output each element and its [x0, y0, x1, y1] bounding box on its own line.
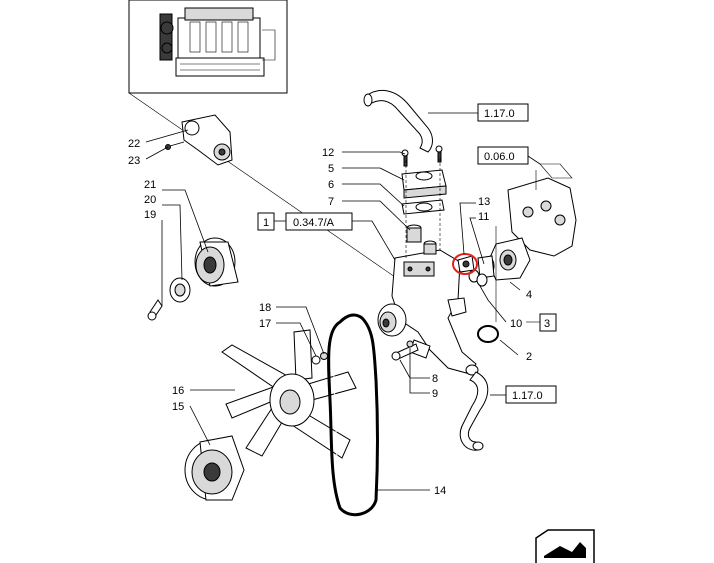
callout-15[interactable]: 15 [172, 401, 184, 413]
temperature-sensor-highlighted [452, 253, 478, 275]
svg-text:1: 1 [263, 217, 269, 229]
o-ring-seals [468, 269, 499, 343]
callout-4[interactable]: 4 [526, 289, 532, 301]
thermostat-cover [401, 145, 447, 199]
pump-mount-bolts [391, 340, 419, 361]
lower-coolant-hose [459, 371, 489, 451]
callout-box-1[interactable]: 1 [257, 212, 275, 231]
callout-16[interactable]: 16 [172, 385, 184, 397]
callout-22[interactable]: 22 [128, 138, 140, 150]
group-leader-line [128, 92, 396, 278]
ref-box-upper-hose[interactable]: 1.17.0 [477, 103, 529, 122]
callout-18[interactable]: 18 [259, 302, 271, 314]
upper-coolant-hose [363, 89, 433, 153]
callout-23[interactable]: 23 [128, 155, 140, 167]
callout-5[interactable]: 5 [328, 163, 334, 175]
thermostat-gasket [401, 199, 445, 215]
svg-text:0.34.7/A: 0.34.7/A [293, 217, 335, 229]
fan-bolts [311, 352, 328, 365]
thermostat [406, 224, 437, 255]
callout-20[interactable]: 20 [144, 194, 156, 206]
engine-overview-thumbnail [128, 0, 288, 94]
callout-6[interactable]: 6 [328, 179, 334, 191]
callout-14[interactable]: 14 [434, 485, 446, 497]
svg-text:0.06.0: 0.06.0 [484, 151, 515, 163]
callout-9[interactable]: 9 [432, 388, 438, 400]
callout-box-3[interactable]: 3 [539, 313, 557, 332]
callout-12[interactable]: 12 [322, 147, 334, 159]
tensioner-bracket [165, 114, 233, 166]
cooling-fan [221, 329, 357, 459]
water-pump-assembly [377, 249, 479, 376]
fan-pulley [184, 435, 245, 501]
callout-8[interactable]: 8 [432, 373, 438, 385]
adapter-tube [477, 255, 495, 279]
cylinder-head-section [507, 163, 577, 257]
callout-13[interactable]: 13 [478, 196, 490, 208]
callout-19[interactable]: 19 [144, 209, 156, 221]
page-arrow-icon[interactable] [535, 529, 595, 563]
svg-text:3: 3 [544, 318, 550, 330]
callout-10[interactable]: 10 [510, 318, 522, 330]
callout-17[interactable]: 17 [259, 318, 271, 330]
callout-11[interactable]: 11 [478, 211, 489, 223]
highlight-ring [452, 253, 478, 275]
callout-2[interactable]: 2 [526, 351, 532, 363]
v-belt [327, 313, 379, 517]
callout-21[interactable]: 21 [144, 179, 156, 191]
ref-box-lower-hose[interactable]: 1.17.0 [505, 385, 557, 404]
svg-text:1.17.0: 1.17.0 [512, 390, 543, 402]
adapter-flange [487, 237, 531, 281]
callout-7[interactable]: 7 [328, 196, 334, 208]
ref-box-pump-group[interactable]: 0.34.7/A [285, 212, 353, 231]
idler-pulley-group [147, 237, 239, 321]
ref-box-cylinder-head[interactable]: 0.06.0 [477, 146, 529, 165]
svg-text:1.17.0: 1.17.0 [484, 108, 515, 120]
